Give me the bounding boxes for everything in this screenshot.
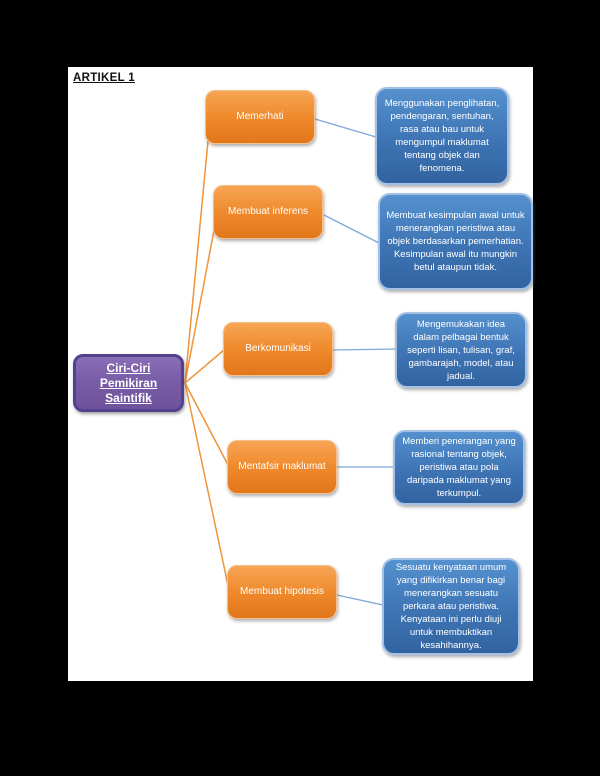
description-node-memerhati: Menggunakan penglihatan, pendengaran, se… <box>375 87 509 185</box>
branch-label: Membuat inferens <box>227 206 309 217</box>
description-text: Mengemukakan idea dalam pelbagai bentuk … <box>407 318 515 382</box>
description-node-mentafsir-maklumat: Memberi penerangan yang rasional tentang… <box>393 430 525 505</box>
branch-node-membuat-hipotesis: Membuat hipotesis <box>227 565 337 619</box>
branch-node-membuat-inferens: Membuat inferens <box>213 185 323 239</box>
branch-label: Memerhati <box>236 111 284 122</box>
article-heading: ARTIKEL 1 <box>73 72 135 84</box>
description-node-membuat-inferens: Membuat kesimpulan awal untuk menerangka… <box>378 193 533 290</box>
branch-node-memerhati: Memerhati <box>205 90 315 144</box>
root-node-ciri-ciri-pemikiran-saintifik: Ciri-Ciri Pemikiran Saintifik <box>73 354 184 412</box>
description-node-berkomunikasi: Mengemukakan idea dalam pelbagai bentuk … <box>395 312 527 388</box>
description-text: Menggunakan penglihatan, pendengaran, se… <box>384 98 500 174</box>
description-text: Sesuatu kenyataan umum yang difikirkan b… <box>395 562 507 651</box>
branch-label: Mentafsir maklumat <box>238 461 326 472</box>
root-node-label: Ciri-Ciri Pemikiran Saintifik <box>99 360 158 405</box>
branch-label: Berkomunikasi <box>245 343 311 354</box>
description-node-membuat-hipotesis: Sesuatu kenyataan umum yang difikirkan b… <box>382 558 520 655</box>
branch-node-mentafsir-maklumat: Mentafsir maklumat <box>227 440 337 494</box>
branch-label: Membuat hipotesis <box>240 586 324 597</box>
description-text: Membuat kesimpulan awal untuk menerangka… <box>386 210 525 273</box>
description-text: Memberi penerangan yang rasional tentang… <box>402 436 516 499</box>
document-page: ARTIKEL 1 Ciri-Ciri Pemikiran Saintifik … <box>68 67 533 681</box>
branch-node-berkomunikasi: Berkomunikasi <box>223 322 333 376</box>
